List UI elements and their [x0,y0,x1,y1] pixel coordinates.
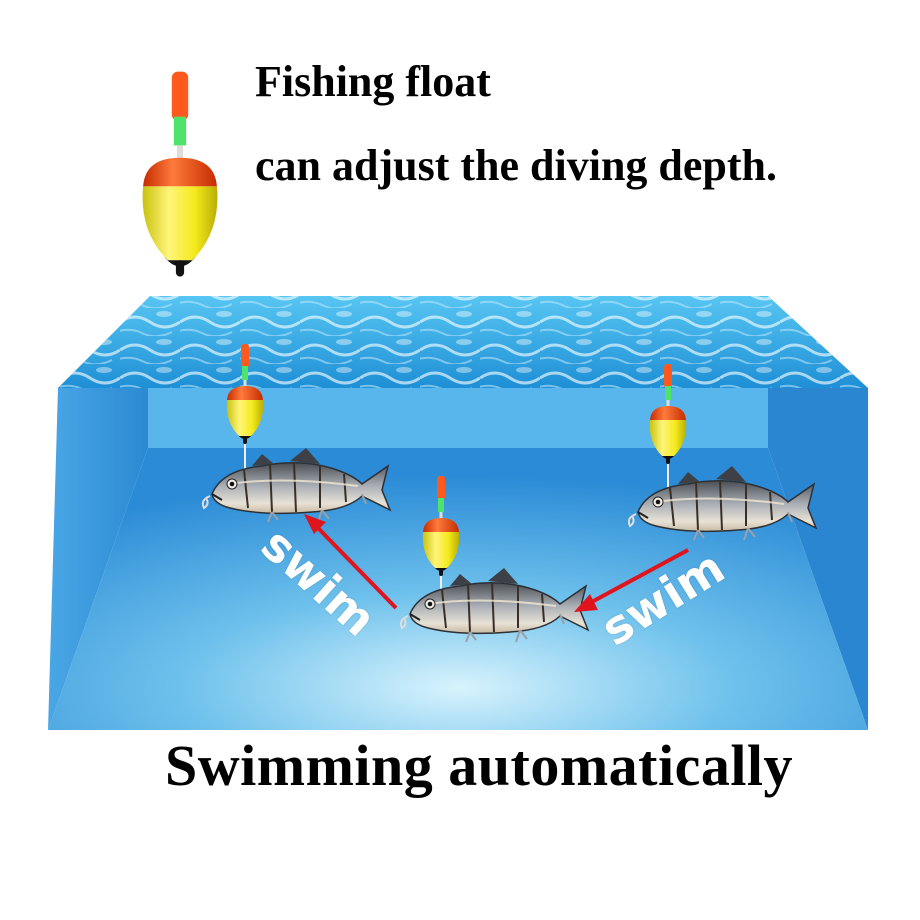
footer-caption: Swimming automatically [165,733,794,798]
float-subtitle: can adjust the diving depth. [255,141,778,190]
water-back-wall [148,388,768,448]
direction-arrow [304,514,398,610]
float-title: Fishing float [255,57,491,106]
direction-arrow [574,548,689,612]
water-left-wall [48,388,148,730]
fishing-float-icon [142,71,218,277]
water-right-wall [768,388,868,730]
